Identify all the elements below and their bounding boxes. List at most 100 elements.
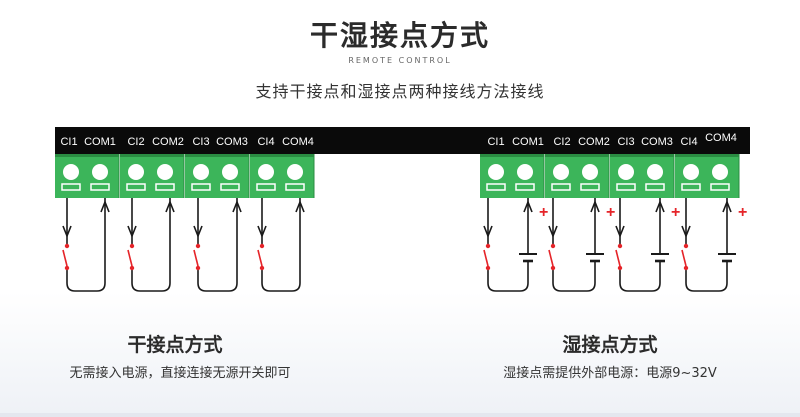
switch-contact-top [195,243,201,249]
terminal-screw [157,164,173,180]
switch-contact-bottom [550,265,556,271]
arrow-down [257,225,267,239]
terminal-screw [712,164,728,180]
wet-label-ci4: CI4 [680,136,697,148]
circuit-wire [197,198,238,292]
page-tagline: 支持干接点和湿接点两种接线方法接线 [255,82,545,101]
wet-label-com1: COM1 [512,136,544,148]
wet-terminal-labels: CI1 COM1 CI2 COM2 CI3 COM3 CI4 COM4 [487,132,736,148]
dry-label-com3: COM3 [216,136,248,148]
switch-symbol [681,243,689,271]
terminal-screw [647,164,663,180]
terminal-screw [488,164,504,180]
switch-symbol [193,243,201,271]
terminal-block-edge [675,154,739,157]
arrow-up [232,199,242,213]
terminal-slot [155,183,175,191]
dry-circuit-2 [127,198,175,292]
switch-contact-bottom [129,265,135,271]
terminal-screw [683,164,699,180]
switch-contact-top [485,243,491,249]
dry-circuit-1 [62,198,110,292]
dry-circuit-4 [257,198,305,292]
switch-contact-top [617,243,623,249]
terminal-screw [618,164,634,180]
switch-symbol [62,243,70,271]
arrow-up [100,199,110,213]
arrow-up [523,199,533,213]
wet-circuit-4: + [681,198,747,292]
terminal-slot [681,183,701,191]
page-title: 干湿接点方式 [309,19,490,52]
wet-label-ci2: CI2 [553,136,570,148]
wet-terminal-block-4 [675,154,740,198]
wet-terminal-block-1 [480,154,545,198]
terminal-block-edge [120,154,184,157]
switch-lever [127,249,133,267]
terminal-block-edge [610,154,674,157]
switch-contact-bottom [683,265,689,271]
wet-label-com2: COM2 [578,136,610,148]
terminal-slot [256,183,276,191]
plus-symbol: + [606,204,615,221]
plus-symbol: + [671,204,680,221]
terminal-screw [582,164,598,180]
plus-symbol: + [738,204,747,221]
dry-label-ci3: CI3 [192,136,209,148]
terminal-slot [191,183,211,191]
switch-contact-top [64,243,70,249]
dry-terminal-block-1 [55,154,120,198]
dry-label-ci4: CI4 [257,136,274,148]
dry-terminal-labels: CI1 COM1 CI2 COM2 CI3 COM3 CI4 COM4 [60,136,313,148]
dry-circuit-3 [193,198,242,292]
switch-lever [193,249,199,267]
terminal-block-edge [480,154,544,157]
arrow-down [127,225,137,239]
arrow-down [193,225,203,239]
switch-contact-bottom [617,265,623,271]
terminal-slot [551,183,571,191]
wet-terminal-block-2 [545,154,610,198]
arrow-down [548,225,558,239]
switch-contact-bottom [259,265,265,271]
terminal-block-edge [185,154,249,157]
switch-lever [483,249,489,267]
terminal-screw [92,164,108,180]
arrow-up [655,199,665,213]
switch-lever [681,249,687,267]
arrow-down [615,225,625,239]
wet-terminal-blocks [480,154,740,198]
dry-circuits [62,198,305,292]
switch-lever [257,249,263,267]
circuit-wire [685,198,728,292]
dry-label-ci1: CI1 [60,136,77,148]
arrow-down [681,225,691,239]
arrow-down [62,225,72,239]
terminal-slot [515,183,535,191]
wet-label-com4: COM4 [705,132,737,144]
switch-lever [615,249,621,267]
terminal-slot [220,183,240,191]
dry-terminal-block-3 [185,154,250,198]
wet-circuit-1: + [483,198,548,292]
switch-contact-bottom [64,265,70,271]
terminal-screw [517,164,533,180]
terminal-slot [580,183,600,191]
terminal-slot [285,183,305,191]
dry-label-ci2: CI2 [127,136,144,148]
switch-contact-top [550,243,556,249]
wet-circuits: + + + + [483,198,747,292]
dry-label-com2: COM2 [152,136,184,148]
terminal-slot [90,183,110,191]
dry-terminal-blocks [55,154,315,198]
dry-label-com4: COM4 [282,136,314,148]
arrow-up [722,199,732,213]
dry-terminal-block-4 [250,154,315,198]
terminal-screw [258,164,274,180]
terminal-block-edge [55,154,119,157]
switch-contact-top [259,243,265,249]
page-subtitle: REMOTE CONTROL [348,56,452,65]
circuit-wire [619,198,661,292]
terminal-block-edge [250,154,314,157]
